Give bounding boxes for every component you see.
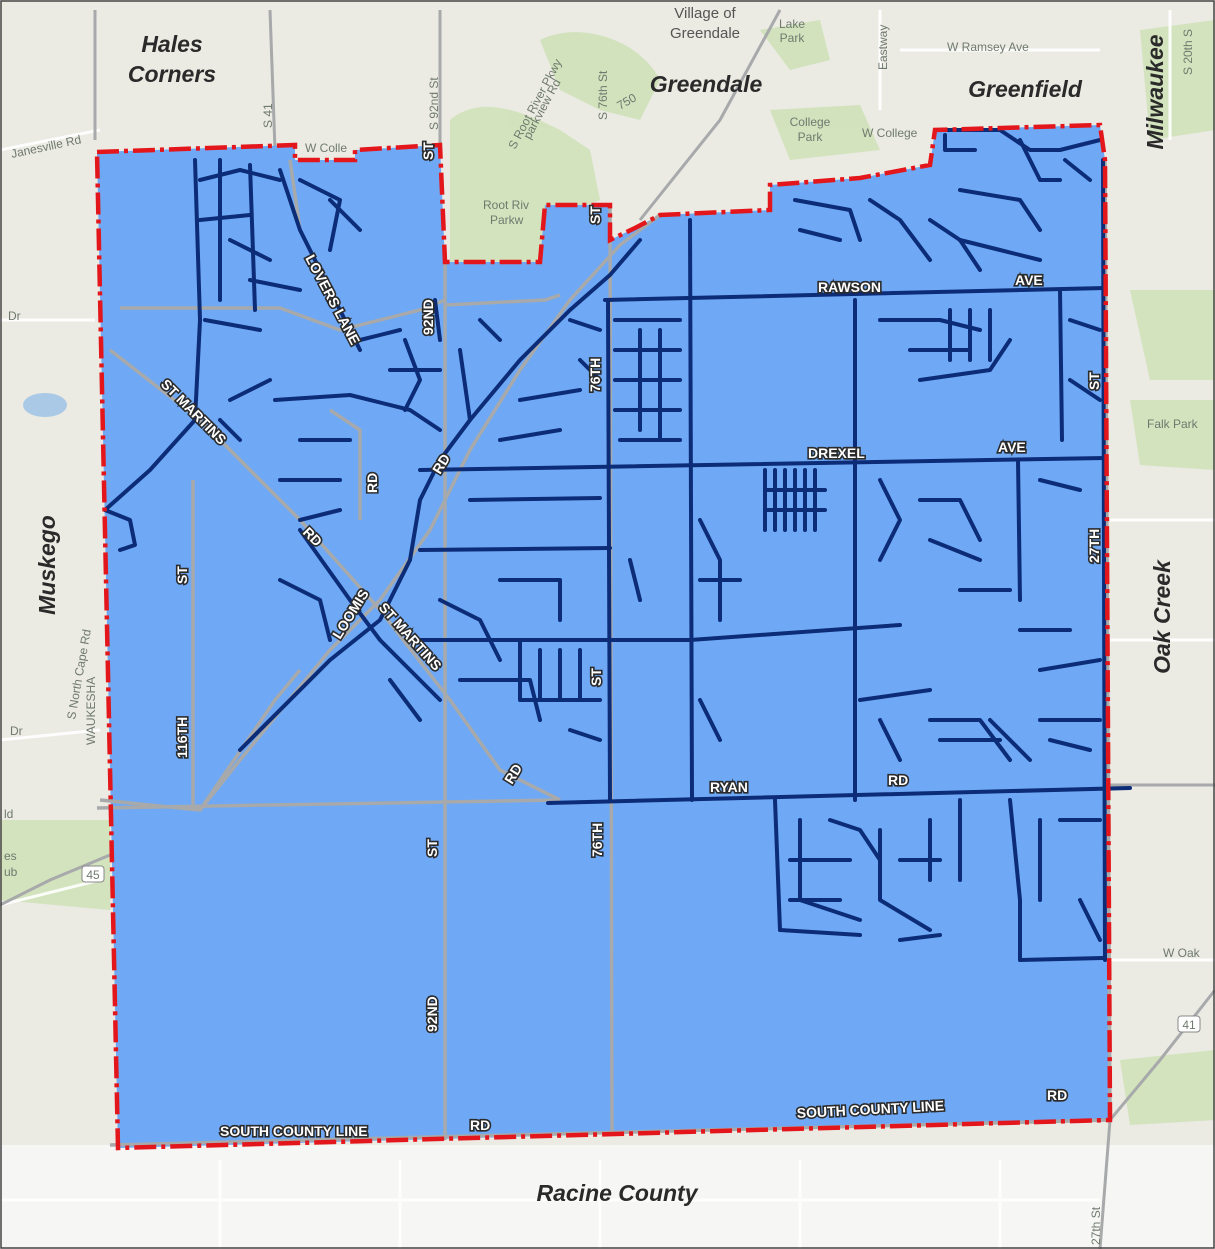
- place-labels: Hales Corners Village of Greendale Green…: [34, 5, 1175, 1206]
- lbl-falk-park: Falk Park: [1147, 417, 1199, 431]
- hwy-45-shield: [81, 865, 105, 883]
- road-92nd-rd: RD: [364, 473, 380, 493]
- lbl-s-20th: S 20th S: [1181, 29, 1195, 75]
- lbl-edge-2: ub: [4, 865, 18, 879]
- place-greendale: Greendale: [650, 71, 763, 97]
- lbl-root-river-park-2: Parkw: [490, 213, 524, 227]
- hwy-41-shield: [1177, 1015, 1201, 1033]
- road-76th-1: 76TH: [587, 358, 603, 392]
- lbl-root-river-park-1: Root Riv: [483, 198, 529, 212]
- lbl-w-ramsey: W Ramsey Ave: [947, 40, 1029, 54]
- lbl-w-oak: W Oak: [1163, 946, 1201, 960]
- road-scl-rd-2: RD: [1047, 1087, 1067, 1103]
- place-hales-1: Hales: [141, 31, 202, 57]
- road-76th-st-mid: ST: [588, 668, 604, 686]
- place-oak-creek: Oak Creek: [1149, 559, 1175, 674]
- highway-shields: 45 41: [81, 865, 1201, 1033]
- road-92nd-2: 92ND: [424, 996, 440, 1032]
- place-village-2: Greendale: [670, 25, 740, 42]
- place-greenfield: Greenfield: [968, 76, 1083, 102]
- road-92nd-st-top: ST: [420, 142, 436, 160]
- place-hales-2: Corners: [128, 61, 216, 87]
- racine-county-area: [0, 1145, 1215, 1249]
- lbl-college-park-1: College: [790, 115, 831, 129]
- lbl-eastway: Eastway: [876, 25, 890, 70]
- road-76th-2: 76TH: [589, 823, 605, 857]
- lbl-dr-2: Dr: [10, 724, 23, 738]
- road-south-county-line-1: SOUTH COUNTY LINE: [220, 1123, 368, 1139]
- lbl-waukesha: WAUKESHA: [84, 677, 98, 745]
- lake-muskego: [23, 393, 67, 417]
- lbl-s-92nd: S 92nd St: [427, 77, 441, 130]
- hwy-41-label: 41: [1182, 1018, 1196, 1032]
- service-area-boundary: [94, 122, 1113, 1151]
- road-116th-st: ST: [174, 566, 190, 584]
- lbl-s-76th: S 76th St: [596, 70, 610, 120]
- lbl-edge-3: ld: [4, 807, 13, 821]
- road-scl-rd-1: RD: [470, 1117, 490, 1133]
- road-76th-st-top: ST: [587, 206, 603, 224]
- road-rawson-ave: AVE: [1015, 272, 1043, 288]
- place-village-1: Village of: [674, 5, 736, 22]
- road-drexel: DREXEL: [808, 445, 865, 461]
- lbl-edge-1: es: [4, 849, 17, 863]
- place-racine-county: Racine County: [536, 1180, 698, 1206]
- lbl-s-27th-bottom: 27th St: [1089, 1206, 1103, 1245]
- road-ryan-rd: RD: [888, 772, 908, 788]
- lbl-w-college-1: W Colle: [305, 141, 347, 155]
- lbl-lake-park-2: Park: [780, 31, 806, 45]
- road-92nd-st-bottom: ST: [424, 839, 440, 857]
- basemap-roads: [0, 10, 1215, 1249]
- place-muskego: Muskego: [34, 515, 60, 615]
- lbl-lake-park-1: Lake: [779, 17, 805, 31]
- road-92nd-1: 92ND: [420, 299, 436, 335]
- park-areas: [0, 20, 1215, 1125]
- water-mains: [103, 128, 1132, 962]
- place-milwaukee: Milwaukee: [1142, 34, 1168, 149]
- lbl-w-college-2: W College: [862, 126, 918, 140]
- road-drexel-ave: AVE: [998, 439, 1026, 455]
- road-27th: 27TH: [1086, 529, 1102, 563]
- lbl-college-park-2: Park: [798, 130, 824, 144]
- lbl-dr-1: Dr: [8, 309, 21, 323]
- road-27th-st: ST: [1086, 372, 1102, 390]
- road-rawson: RAWSON: [818, 279, 881, 295]
- road-ryan: RYAN: [710, 779, 748, 795]
- hwy-45-label: 45: [86, 868, 100, 882]
- lbl-s-41: S 41: [261, 103, 275, 128]
- road-116th: 116TH: [174, 717, 190, 758]
